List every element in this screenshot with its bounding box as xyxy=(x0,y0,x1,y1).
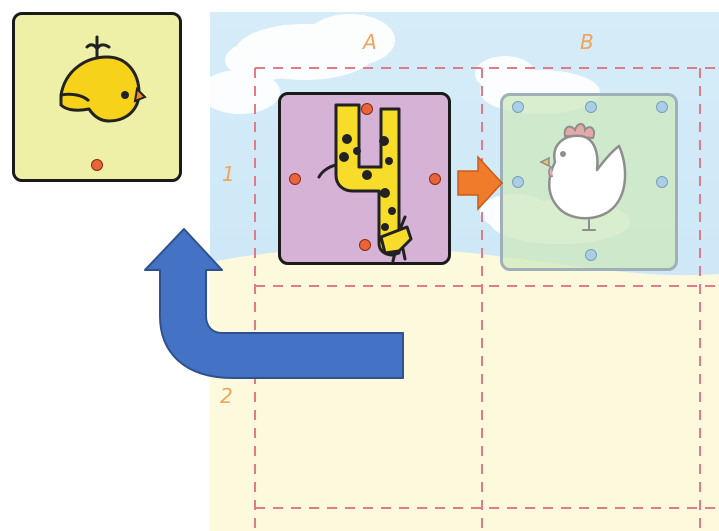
anchor-dot-left xyxy=(512,176,524,188)
column-label-a: A xyxy=(363,30,377,54)
board-background xyxy=(210,12,719,531)
chick-icon xyxy=(59,35,147,123)
hen-card[interactable] xyxy=(500,93,678,271)
anchor-dot-left xyxy=(289,173,301,185)
anchor-dot-top-left xyxy=(512,101,524,113)
row-label-2: 2 xyxy=(220,384,233,408)
column-label-b: B xyxy=(580,30,594,54)
game-board: A B 1 2 xyxy=(210,12,719,531)
anchor-dot-right xyxy=(429,173,441,185)
anchor-dot-top xyxy=(361,103,373,115)
chick-card[interactable] xyxy=(12,12,182,182)
row-label-1: 1 xyxy=(222,162,235,186)
anchor-dot-top xyxy=(585,101,597,113)
grid-lines xyxy=(254,67,719,531)
giraffe-card[interactable] xyxy=(278,92,451,265)
anchor-dot-right xyxy=(656,176,668,188)
hen-icon xyxy=(539,123,627,231)
anchor-dot-bottom xyxy=(585,249,597,261)
giraffe-icon xyxy=(317,103,413,262)
anchor-dot xyxy=(91,159,103,171)
anchor-dot-top-right xyxy=(656,101,668,113)
anchor-dot-bottom xyxy=(359,239,371,251)
